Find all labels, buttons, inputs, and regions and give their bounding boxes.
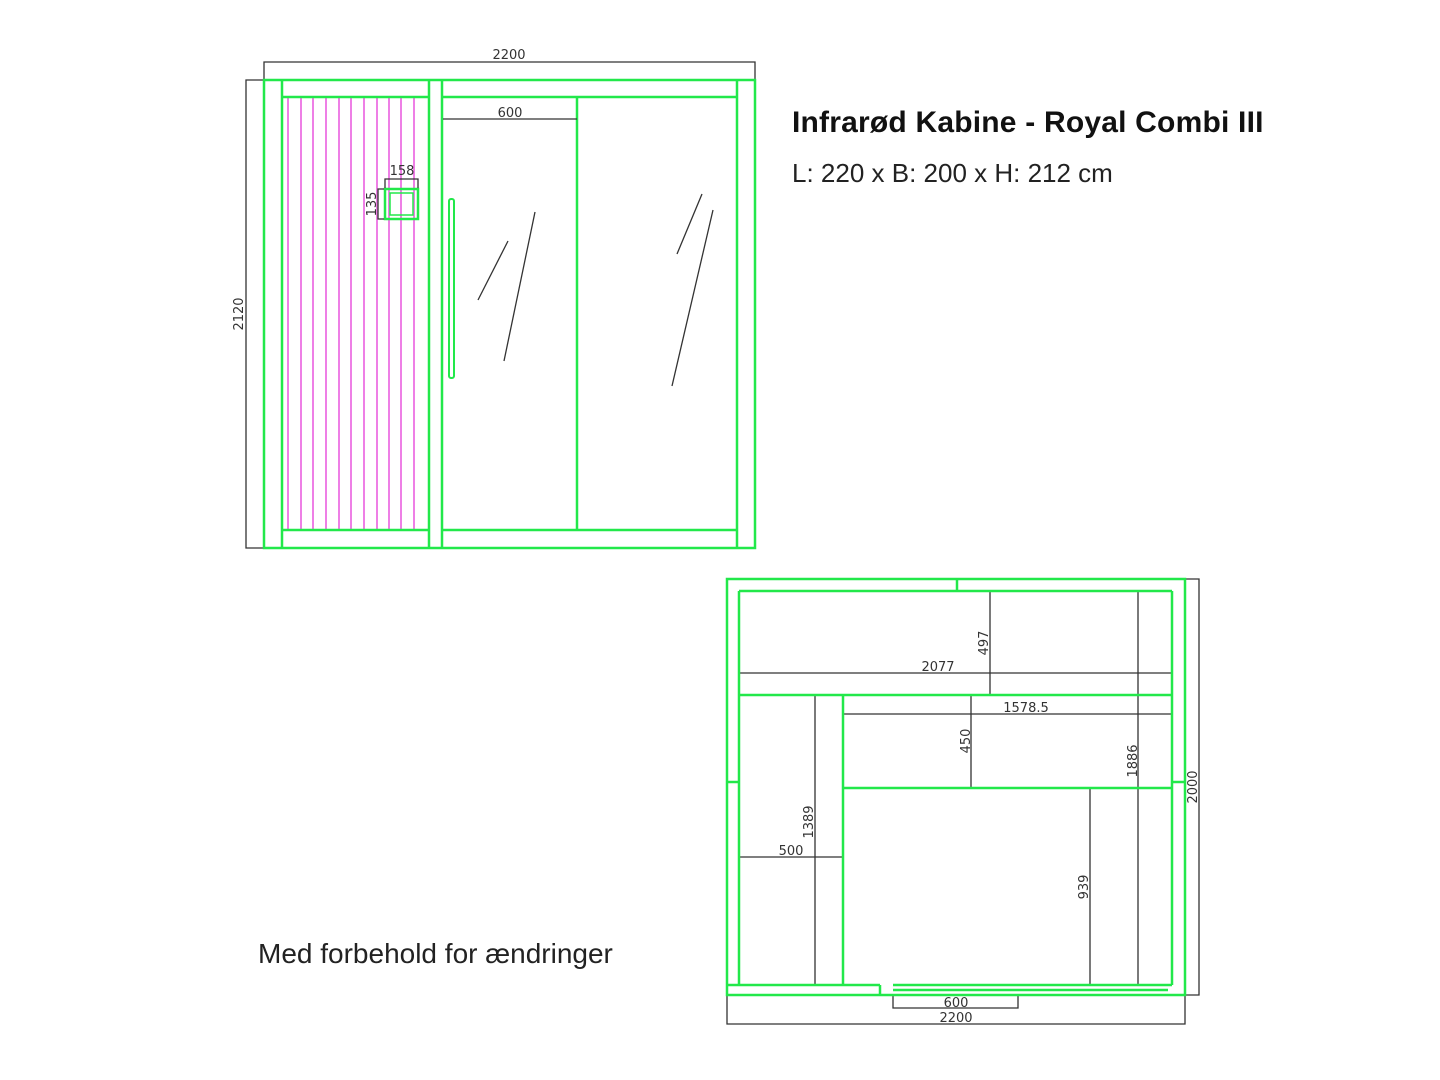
- floor-width-label: 2200: [939, 1011, 972, 1026]
- door-width-label: 600: [498, 106, 523, 121]
- panel-width-label: 158: [390, 164, 415, 179]
- middle-bench-depth-label: 450: [959, 729, 974, 754]
- middle-bench-length-label: 1578.5: [1003, 701, 1049, 716]
- floor-depth-label: 2000: [1186, 770, 1201, 803]
- left-bench-width-label: 500: [779, 844, 804, 859]
- heater-panels: [287, 97, 415, 530]
- left-bench-length-label: 1389: [802, 805, 817, 838]
- floor-plan: 2000 2200 600 2077 497 1578.5 450 1886 9…: [725, 577, 1201, 1026]
- floor-walls: [725, 577, 1187, 997]
- product-dimensions: L: 220 x B: 200 x H: 212 cm: [792, 158, 1113, 188]
- front-dimension-lines: [245, 61, 756, 549]
- benches: [739, 693, 1172, 985]
- product-title: Infrarød Kabine - Royal Combi III: [792, 106, 1264, 139]
- front-view: 2200 2120 158 13: [232, 48, 757, 550]
- bench-length-label: 2077: [921, 660, 954, 675]
- disclaimer-note: Med forbehold for ændringer: [258, 938, 613, 969]
- inner-depth-label: 1886: [1126, 744, 1141, 777]
- floor-dimension-lines: [726, 578, 1200, 1025]
- panel-height-label: 135: [365, 192, 380, 217]
- bench-depth-label: 497: [977, 631, 992, 656]
- floor-door-label: 600: [944, 996, 969, 1011]
- control-panel: 158 135: [365, 164, 420, 221]
- floor-area-depth-label: 939: [1077, 875, 1092, 900]
- front-height-label: 2120: [232, 297, 247, 330]
- front-frame: [262, 78, 757, 550]
- glass-reflections: [477, 193, 714, 387]
- door-handle: [448, 198, 455, 379]
- front-width-label: 2200: [492, 48, 525, 63]
